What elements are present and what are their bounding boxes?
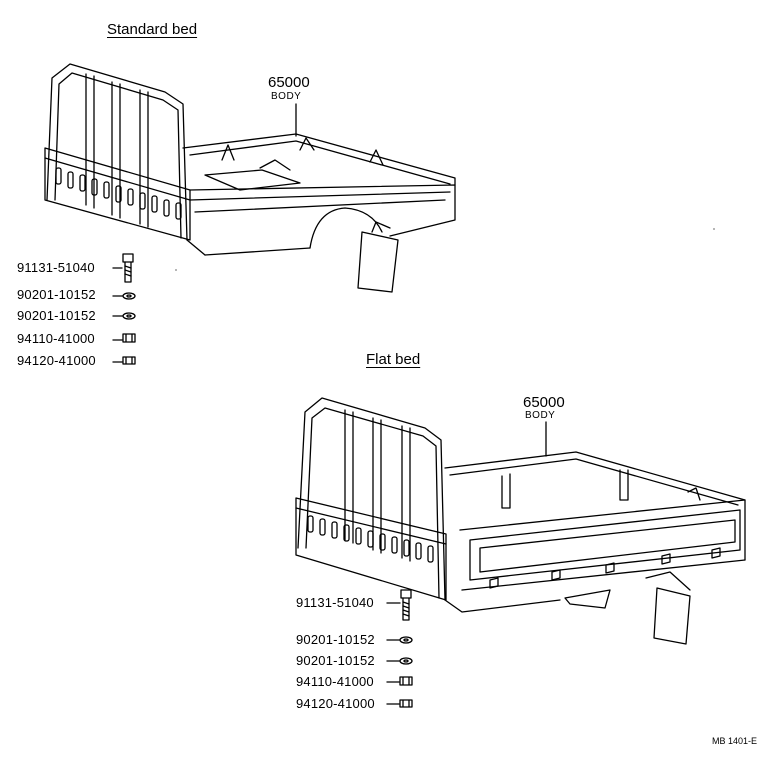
standard-part-nut-2: 94120-41000 (17, 353, 96, 368)
flat-part-bolt: 91131-51040 (296, 595, 374, 610)
flat-part-washer-1: 90201-10152 (296, 632, 375, 647)
flat-callout-number: 65000 (523, 394, 565, 411)
flat-fasteners (387, 590, 412, 707)
standard-bed-title: Standard bed (107, 21, 198, 38)
flat-slots (308, 516, 433, 562)
standard-callout-number: 65000 (268, 74, 310, 91)
standard-part-nut-1: 94110-41000 (17, 331, 95, 346)
flat-part-nut-1: 94110-41000 (296, 674, 374, 689)
flat-bed-drawing (296, 398, 745, 644)
standard-slots (56, 168, 181, 219)
flat-callout-name: BODY (525, 410, 556, 421)
standard-callout-name: BODY (271, 91, 302, 102)
standard-part-bolt: 91131-51040 (17, 260, 95, 275)
flat-bed-title: Flat bed (366, 351, 421, 368)
flat-part-washer-2: 90201-10152 (296, 653, 375, 668)
standard-fasteners (113, 254, 135, 364)
standard-bed-drawing (45, 64, 455, 292)
flat-part-nut-2: 94120-41000 (296, 696, 375, 711)
figure-code: MB 1401-E (712, 736, 758, 746)
standard-part-washer-2: 90201-10152 (17, 308, 96, 323)
standard-part-washer-1: 90201-10152 (17, 287, 96, 302)
